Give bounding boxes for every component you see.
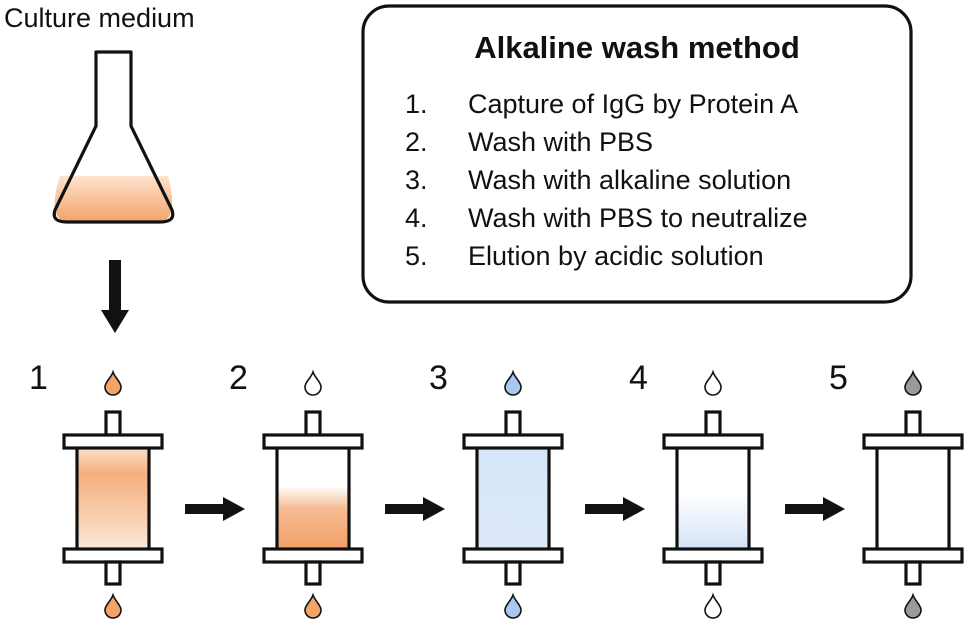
- column-bottom-flange: [462, 547, 564, 564]
- column-1-number: 1: [29, 359, 48, 397]
- flask-icon: [52, 50, 175, 224]
- column-outlet-port: [304, 560, 322, 586]
- flask-label: Culture medium: [4, 3, 195, 33]
- column-top-flange: [462, 433, 564, 450]
- column-bottom-flange: [862, 547, 964, 564]
- step-number: 3.: [405, 165, 428, 195]
- column-top-flange: [62, 433, 164, 450]
- right-arrow-icon: [785, 497, 845, 521]
- drop-out-icon: [904, 592, 922, 619]
- step-text: Capture of IgG by Protein A: [468, 89, 798, 119]
- column-bottom-flange: [662, 547, 764, 564]
- drop-in-icon: [704, 369, 722, 396]
- column-5: [862, 369, 964, 619]
- step-number: 5.: [405, 241, 428, 271]
- column-2: [262, 369, 364, 619]
- column-resin-fill: [877, 448, 949, 549]
- drop-in-icon: [304, 369, 322, 396]
- step-text: Wash with PBS: [468, 127, 653, 157]
- method-step-5: 5. Elution by acidic solution: [405, 241, 764, 271]
- column-inlet-port: [904, 410, 922, 437]
- step-text: Elution by acidic solution: [468, 241, 764, 271]
- column-2-number: 2: [229, 359, 248, 397]
- flow-arrows: [185, 497, 845, 521]
- column-inlet-port: [504, 410, 522, 437]
- column-3-number: 3: [429, 359, 448, 397]
- column-outlet-port: [104, 560, 122, 586]
- step-number: 4.: [405, 203, 428, 233]
- drop-in-icon: [504, 369, 522, 396]
- column-resin-fill: [477, 448, 549, 549]
- column-top-flange: [262, 433, 364, 450]
- column-top-flange: [862, 433, 964, 450]
- right-arrow-icon: [185, 497, 245, 521]
- column-bottom-flange: [262, 547, 364, 564]
- column-outlet-port: [904, 560, 922, 586]
- column-inlet-port: [704, 410, 722, 437]
- step-number: 1.: [405, 89, 428, 119]
- method-step-2: 2. Wash with PBS: [405, 127, 653, 157]
- column-3: [462, 369, 564, 619]
- method-step-4: 4. Wash with PBS to neutralize: [405, 203, 808, 233]
- column-top-flange: [662, 433, 764, 450]
- step-number: 2.: [405, 127, 428, 157]
- method-box: Alkaline wash method 1. Capture of IgG b…: [361, 4, 913, 304]
- right-arrow-icon: [585, 497, 645, 521]
- method-step-3: 3. Wash with alkaline solution: [405, 165, 791, 195]
- method-title: Alkaline wash method: [474, 30, 800, 65]
- column-inlet-port: [104, 410, 122, 437]
- step-text: Wash with alkaline solution: [468, 165, 791, 195]
- drop-out-icon: [504, 592, 522, 619]
- column-resin-fill: [277, 448, 349, 549]
- column-outlet-port: [504, 560, 522, 586]
- drop-out-icon: [104, 592, 122, 619]
- column-5-number: 5: [829, 359, 848, 397]
- drop-in-icon: [104, 369, 122, 396]
- column-inlet-port: [304, 410, 322, 437]
- column-1: [62, 369, 164, 619]
- step-text: Wash with PBS to neutralize: [468, 203, 808, 233]
- right-arrow-icon: [385, 497, 445, 521]
- column-resin-fill: [77, 448, 149, 549]
- column-4: [662, 369, 764, 619]
- drop-out-icon: [704, 592, 722, 619]
- down-arrow-icon: [101, 260, 129, 333]
- column-outlet-port: [704, 560, 722, 586]
- column-4-number: 4: [629, 359, 648, 397]
- column-bottom-flange: [62, 547, 164, 564]
- drop-in-icon: [904, 369, 922, 396]
- method-step-1: 1. Capture of IgG by Protein A: [405, 89, 798, 119]
- drop-out-icon: [304, 592, 322, 619]
- column-resin-fill: [677, 448, 749, 549]
